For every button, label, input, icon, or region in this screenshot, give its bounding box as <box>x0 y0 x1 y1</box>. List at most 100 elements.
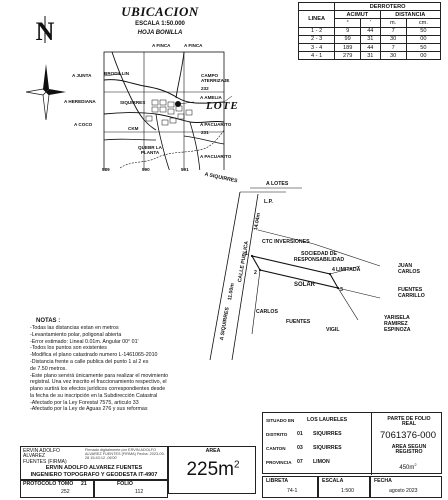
area-block: AREA 225m2 <box>168 446 256 494</box>
escala-value: 1:500 <box>341 488 354 494</box>
map-label-231: 231 <box>201 130 209 135</box>
note-line: la fecha de su inscripción en la Subdire… <box>30 392 158 399</box>
map-label-a-finca-2: A FINCA <box>184 43 203 48</box>
map-label-campo-aterrizaje: CAMPO ATERRIZAJE <box>201 73 230 83</box>
map-label-a-pacuarito-1: A PACUARITO <box>200 122 232 127</box>
note-line: -Todos los puntos son existentes <box>30 345 107 352</box>
compass-icon <box>25 64 66 121</box>
fecha-label: FECHA <box>374 478 392 484</box>
plan-vertex-3: 3 <box>340 287 343 293</box>
subcol-deg: ° <box>334 18 362 28</box>
note-line: registral. Una vez inscrito el fracciona… <box>30 379 167 386</box>
site-plan: A SIQUIRRES A LOTES L.P. 14.04m CALLE PU… <box>190 170 440 361</box>
folio-block: FOLIO 112 <box>94 480 168 498</box>
plan-ctc: CTC INVERSIONES <box>262 239 310 245</box>
map-grid-590: 590 <box>142 167 150 172</box>
map-label-quebr-la-planta: QUEBR LA PLANTA <box>138 145 162 155</box>
signature-block: ERVIN ADOLFO ALVAREZ FUENTES (FIRMA) Fir… <box>20 446 168 480</box>
map-label-ckm: CKM <box>128 126 139 131</box>
protocolo-label: PROTOCOLO TOMO <box>23 481 74 487</box>
folio-real-value: 7061376-000 <box>380 430 436 441</box>
fecha-value: agosto 2023 <box>389 488 418 494</box>
plan-lp: L.P. <box>264 199 273 205</box>
info-divider <box>371 413 372 475</box>
plan-sociedad: SOCIEDAD DE RESPONSABILIDAD <box>293 251 345 263</box>
map-label-a-herediana: A HEREDIANA <box>64 99 96 104</box>
subcol-min: ' <box>360 18 381 28</box>
note-line: plano surtirá los efectos jurídicos corr… <box>30 386 166 393</box>
libreta-value: 74-1 <box>287 488 298 494</box>
surveyor-name: ERVIN ADOLFO ALVAREZ FUENTES <box>45 465 143 471</box>
derrotero-table: DERROTERO LINEA ACIMUT DISTANCIA ° ' m. … <box>297 1 442 61</box>
area-registro-value: 450m2 <box>399 462 417 471</box>
escala-label: ESCALA <box>322 478 344 484</box>
fecha-block: FECHA agosto 2023 <box>370 476 442 498</box>
plan-vertex-4: 4 <box>332 267 335 273</box>
plan-carlos: CARLOS <box>256 309 278 315</box>
map-label-lote: LOTE <box>206 100 239 112</box>
map-label-a-pacuarito-2: A PACUARITO <box>200 154 232 159</box>
plan-vertex-1: 1 <box>245 251 248 257</box>
distrito-value: SIQUIRRES <box>313 431 342 437</box>
north-arrow-icon: N <box>36 16 55 46</box>
note-line: -Error estimado: Lineal 0.01m. Angular 0… <box>30 338 139 345</box>
note-line: -Levantamiento polar, poligonal abierta <box>30 331 122 338</box>
table-row: 4 - 1 279 31 30 00 <box>297 51 442 61</box>
map-label-a-finca-1: A FINCA <box>152 43 171 48</box>
protocolo-value: 21 <box>81 481 87 487</box>
protocolo-block: PROTOCOLO TOMO 21 252 <box>20 480 94 498</box>
folio-value: 112 <box>135 489 144 495</box>
map-scale: ESCALA 1:50.000 <box>135 21 185 27</box>
folio-real-label: PARTE DE FOLIO REAL <box>387 416 431 428</box>
map-label-232: 232 <box>201 86 209 91</box>
compass-rose <box>25 64 66 121</box>
signature-name: ERVIN ADOLFO ALVAREZ FUENTES (FIRMA) <box>23 448 67 465</box>
distrito-num: 01 <box>297 431 303 437</box>
asiento-value: 252 <box>61 489 70 495</box>
canton-value: SIQUIRRES <box>313 445 342 451</box>
situado-value: LOS LAURELES <box>307 417 348 423</box>
col-distancia: DISTANCIA <box>379 10 441 20</box>
note-line: -Distancia frente a calle publica del pu… <box>30 359 149 366</box>
north-arrow: N <box>30 14 60 46</box>
plan-vertex-2: 2 <box>254 270 257 276</box>
map-label-siquirres: SIQUIRRES <box>120 100 146 105</box>
note-line: -Todas las distancias estan en metros <box>30 325 119 332</box>
signature-digital: Firmado digitalmente por ERVIN ADOLFO AL… <box>85 448 165 460</box>
map-sheet: HOJA BONILLA <box>137 30 183 36</box>
table-row: 3 - 4 189 44 7 50 <box>297 42 442 53</box>
escala-block: ESCALA 1:500 <box>318 476 370 498</box>
map-label-a-junta: A JUNTA <box>72 73 92 78</box>
page-title: UBICACION <box>121 4 199 19</box>
notes-title: NOTAS : <box>36 318 61 324</box>
plan-limitada: LIMITADA <box>336 267 361 273</box>
area-value: 225m2 <box>186 459 240 480</box>
col-linea: LINEA <box>297 10 336 28</box>
location-map: A FINCA A FINCA BRODILLIN A JUNTA CAMPO … <box>60 40 250 173</box>
libreta-label: LIBRETA <box>266 478 289 484</box>
site-plan-drawing <box>209 187 381 361</box>
map-grid-591: 591 <box>181 167 189 172</box>
plan-juan-carlos: JUAN CARLOS <box>398 263 420 275</box>
map-label-a-coco: A COCO <box>74 122 93 127</box>
map-grid-589: 589 <box>102 167 110 172</box>
area-label: AREA <box>205 448 221 454</box>
derrotero-title: DERROTERO <box>334 1 441 12</box>
distrito-label: DISTRITO <box>266 432 288 437</box>
provincia-value: LIMON <box>313 459 330 465</box>
subcol-cm: cm. <box>405 18 442 28</box>
table-row: 1 - 2 9 44 7 50 <box>297 26 442 36</box>
location-map-drawing <box>103 51 233 173</box>
canton-label: CANTON <box>266 446 286 451</box>
note-line: de 7.50 metros. <box>30 365 67 372</box>
area-registro-label: AREA SEGUN REGISTRO <box>391 444 427 456</box>
note-line: -Afectado por la Ley Forestal 7575, arti… <box>30 399 139 406</box>
folio-label: FOLIO <box>117 481 133 487</box>
plan-fuentes-carrillo: FUENTES CARRILLO <box>398 287 425 299</box>
table-row: 2 - 3 99 31 30 00 <box>297 34 442 44</box>
map-label-a-amelia: A AMELIA <box>200 95 222 100</box>
location-info-block: SITUADO EN LOS LAURELES DISTRITO 01 SIQU… <box>262 412 442 475</box>
map-label-brodillin: BRODILLIN <box>104 71 130 76</box>
note-line: -Modifica el plano catastrado numero L-1… <box>30 352 158 359</box>
plan-vigil: VIGIL <box>326 327 340 333</box>
